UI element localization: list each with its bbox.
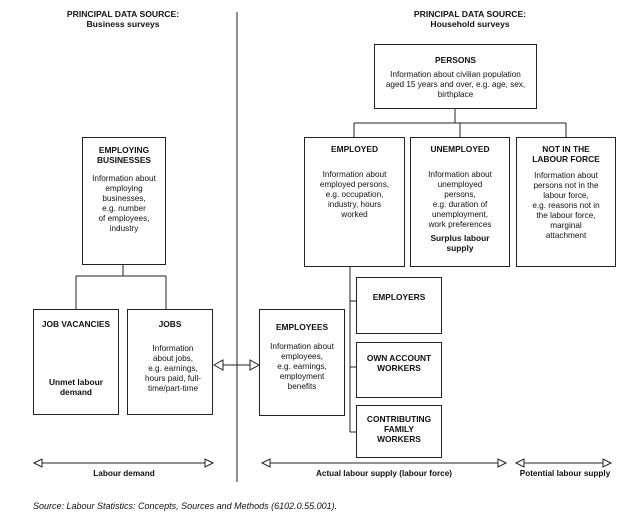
own-account-workers-title: OWN ACCOUNT WORKERS: [366, 353, 432, 373]
job-vacancies-box: JOB VACANCIES Unmet labour demand: [33, 309, 119, 415]
left-source-header: PRINCIPAL DATA SOURCE: Business surveys: [58, 9, 188, 29]
employers-title: EMPLOYERS: [372, 292, 426, 302]
employed-body: Information about employed persons, e.g.…: [319, 170, 390, 219]
persons-box: PERSONS Information about civilian popul…: [374, 44, 537, 109]
employing-businesses-title: EMPLOYING BUSINESSES: [97, 145, 151, 165]
unemployed-box: UNEMPLOYED Information about unemployed …: [410, 137, 510, 267]
own-account-workers-box: OWN ACCOUNT WORKERS: [356, 342, 442, 398]
jobs-body: Information about jobs, e.g. earnings, h…: [145, 344, 201, 393]
unemployed-note: Surplus labour supply: [430, 233, 490, 253]
jobs-title: JOBS: [158, 319, 182, 329]
employed-box: EMPLOYED Information about employed pers…: [304, 137, 405, 267]
employers-box: EMPLOYERS: [356, 277, 442, 334]
jobs-employees-arrow: [212, 359, 261, 371]
source-note: Source: Labour Statistics: Concepts, Sou…: [33, 501, 338, 511]
job-vacancies-note: Unmet labour demand: [49, 377, 103, 397]
actual-supply-label: Actual labour supply (labour force): [315, 469, 453, 478]
job-vacancies-title: JOB VACANCIES: [41, 319, 111, 329]
labour-demand-arrow: [32, 458, 215, 468]
employed-title: EMPLOYED: [331, 144, 378, 154]
employing-businesses-body: Information about employing businesses, …: [92, 174, 156, 233]
not-in-labour-force-body: Information about persons not in the lab…: [532, 171, 600, 240]
employees-box: EMPLOYEES Information about employees, e…: [259, 309, 345, 416]
not-in-labour-force-title: NOT IN THE LABOUR FORCE: [532, 144, 600, 164]
left-source-subtitle: Business surveys: [86, 19, 160, 29]
not-in-labour-force-box: NOT IN THE LABOUR FORCE Information abou…: [516, 137, 616, 267]
jobs-box: JOBS Information about jobs, e.g. earnin…: [127, 309, 213, 415]
right-source-header: PRINCIPAL DATA SOURCE: Household surveys: [400, 9, 540, 29]
persons-title: PERSONS: [435, 55, 476, 65]
contributing-family-workers-title: CONTRIBUTING FAMILY WORKERS: [366, 414, 432, 444]
actual-supply-arrow: [260, 458, 508, 468]
unemployed-body: Information about unemployed persons, e.…: [428, 170, 492, 229]
right-source-title: PRINCIPAL DATA SOURCE:: [413, 9, 527, 19]
employees-body: Information about employees, e.g. earnin…: [270, 342, 334, 391]
unemployed-title: UNEMPLOYED: [430, 144, 490, 154]
labour-demand-label: Labour demand: [93, 469, 155, 478]
left-source-title: PRINCIPAL DATA SOURCE:: [66, 9, 180, 19]
potential-supply-label: Potential labour supply: [519, 469, 611, 478]
employees-title: EMPLOYEES: [275, 322, 329, 332]
right-source-subtitle: Household surveys: [430, 19, 510, 29]
potential-supply-arrow: [514, 458, 613, 468]
persons-body: Information about civilian population ag…: [385, 70, 526, 99]
contributing-family-workers-box: CONTRIBUTING FAMILY WORKERS: [356, 405, 442, 458]
employing-businesses-box: EMPLOYING BUSINESSES Information about e…: [82, 137, 166, 265]
